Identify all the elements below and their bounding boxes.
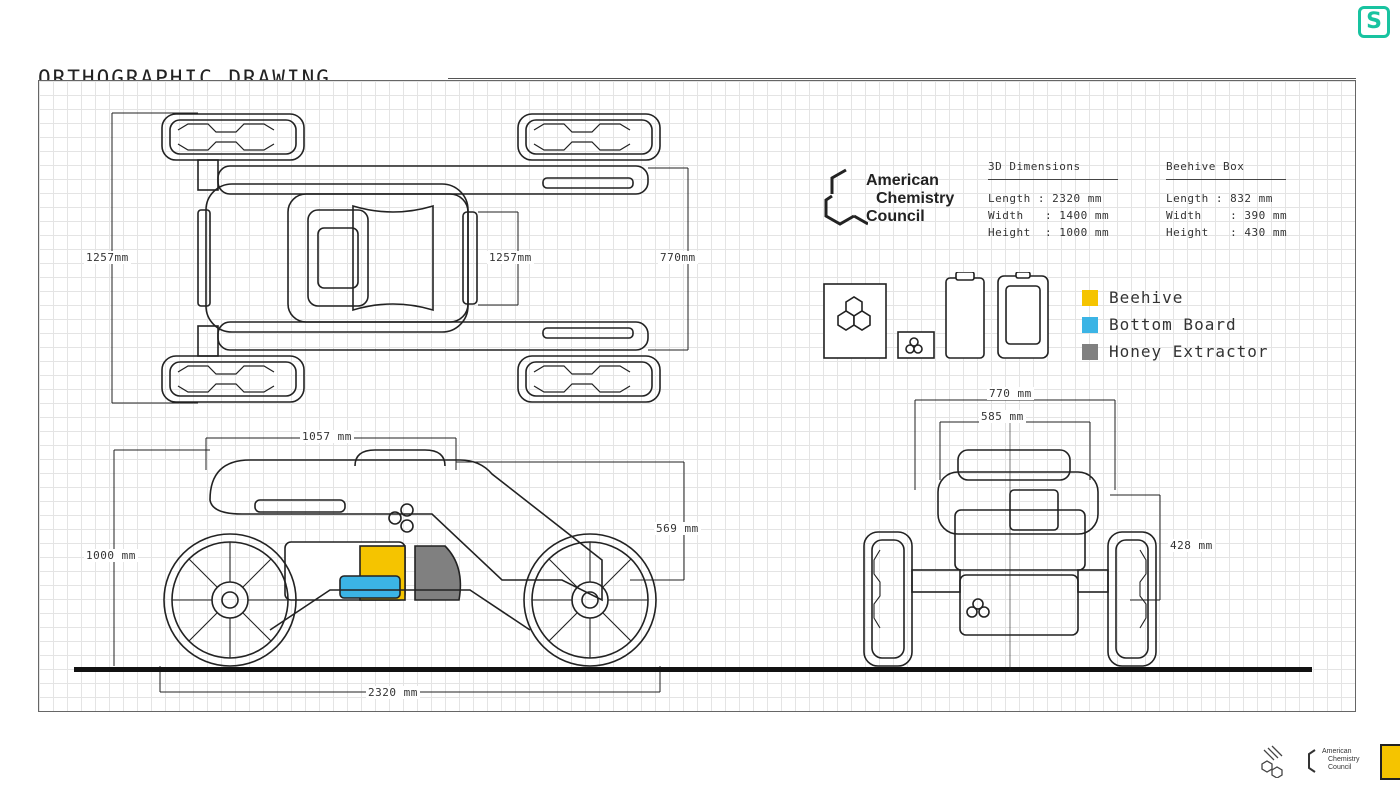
side-view-height-label: 1000 mm (84, 549, 138, 562)
council-line3: Council (866, 208, 925, 225)
top-view-width-label: 770mm (658, 251, 698, 264)
tall-module-icon (945, 277, 985, 359)
side-view-length-label: 2320 mm (366, 686, 420, 699)
side-view-top-dim-label: 1057 mm (300, 430, 354, 443)
legend-label-honey-extractor: Honey Extractor (1109, 342, 1269, 361)
bee-hand-icon (1261, 745, 1283, 778)
front-view-width-label: 770 mm (987, 387, 1034, 400)
legend-label-beehive: Beehive (1109, 288, 1184, 307)
beehive-box-height: Height : 430 mm (1166, 226, 1288, 239)
ground-line (74, 667, 1312, 672)
top-view-drawing (111, 112, 689, 404)
legend-item-beehive: Beehive (1082, 284, 1269, 311)
front-view-height-label: 428 mm (1168, 539, 1215, 552)
top-view-length-label: 1257mm (84, 251, 131, 264)
beehive-box-length: Length : 832 mm (1166, 192, 1273, 205)
council-line2: Chemistry (876, 190, 955, 207)
council-hexagon-logo-icon (824, 168, 868, 226)
module-thumbnails (823, 272, 1049, 359)
footer-council-line2: Chemistry (1328, 756, 1360, 763)
dimensions-3d-height: Height : 1000 mm (988, 226, 1110, 239)
dimensions-3d-block: 3D Dimensions Length : 2320 mm Width : 1… (988, 160, 1118, 239)
beehive-box-block: Beehive Box Length : 832 mm Width : 390 … (1166, 160, 1288, 239)
dimensions-3d-header: 3D Dimensions (988, 160, 1118, 180)
legend: Beehive Bottom Board Honey Extractor (1082, 284, 1269, 365)
dimensions-3d-length: Length : 2320 mm (988, 192, 1102, 205)
legend-label-bottom-board: Bottom Board (1109, 315, 1237, 334)
legend-swatch-honey-extractor (1082, 343, 1098, 360)
side-view-right-dim-label: 569 mm (654, 522, 701, 535)
legend-swatch-beehive (1082, 289, 1098, 306)
footer-council-line3: Council (1328, 764, 1352, 771)
council-line1: American (866, 172, 939, 189)
front-view-inner-width-label: 585 mm (979, 410, 1026, 423)
footer-council-brand: American Chemistry Council (1322, 748, 1360, 772)
front-view-drawing (863, 399, 1161, 670)
legend-item-honey-extractor: Honey Extractor (1082, 338, 1269, 365)
title-rule (448, 78, 1356, 79)
council-brand: American Chemistry Council (866, 172, 954, 226)
legend-item-bottom-board: Bottom Board (1082, 311, 1269, 338)
top-view-inner-label: 1257mm (487, 251, 534, 264)
beehive-box-header: Beehive Box (1166, 160, 1286, 180)
footer-council-hexagon-icon (1308, 749, 1316, 773)
dimensions-3d-width: Width : 1400 mm (988, 209, 1110, 222)
brand-logo-icon: S (1358, 6, 1390, 38)
legend-swatch-bottom-board (1082, 316, 1098, 333)
footer-yellow-tab (1380, 744, 1400, 780)
footer-council-line1: American (1322, 748, 1352, 755)
beehive-box-width: Width : 390 mm (1166, 209, 1288, 222)
